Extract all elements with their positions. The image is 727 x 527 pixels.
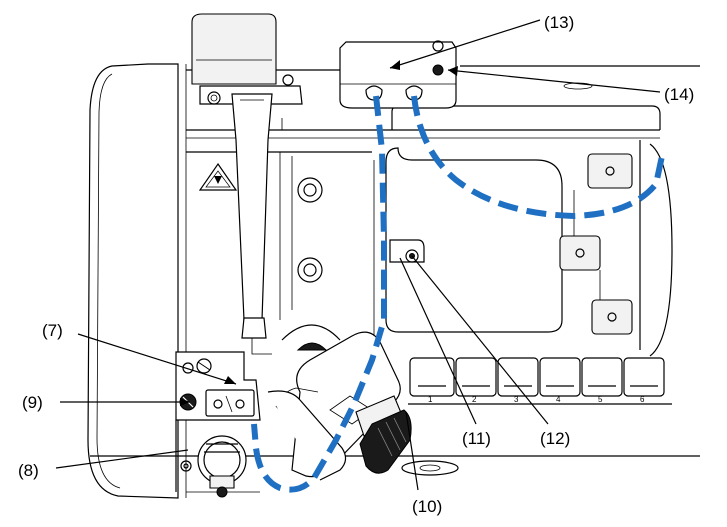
cable-clamp <box>389 239 425 263</box>
middle-panel <box>279 152 341 351</box>
knurled-knob <box>355 395 459 476</box>
callout-13: (13) <box>544 13 574 32</box>
terminal-block <box>175 351 261 421</box>
right-rail <box>559 140 673 357</box>
left-housing <box>87 63 187 499</box>
dial-mark: 3 <box>514 395 519 404</box>
callout-14: (14) <box>664 85 694 104</box>
callout-labels: (13) (14) (7) (9) (8) (11) (12) (10) <box>18 13 694 516</box>
dial-mark: 5 <box>598 395 603 404</box>
cable-route <box>251 95 665 493</box>
callout-9: (9) <box>22 393 43 412</box>
upper-bracket <box>191 13 303 355</box>
central-window <box>373 105 661 340</box>
callout-12: (12) <box>540 429 570 448</box>
callout-11: (11) <box>462 429 491 448</box>
dial-mark: 1 <box>428 395 433 404</box>
dial-mark: 2 <box>472 395 477 404</box>
junction-box <box>339 40 457 109</box>
leader-lines <box>55 19 661 491</box>
callout-8: (8) <box>18 461 39 480</box>
callout-7: (7) <box>42 321 63 340</box>
callout-10: (10) <box>412 497 442 516</box>
dial-row: 1 2 3 4 5 6 <box>408 357 672 405</box>
warning-triangle-icon <box>198 162 238 191</box>
dial-mark: 4 <box>556 395 561 404</box>
dial-mark: 6 <box>640 395 645 404</box>
round-connector <box>175 420 247 498</box>
